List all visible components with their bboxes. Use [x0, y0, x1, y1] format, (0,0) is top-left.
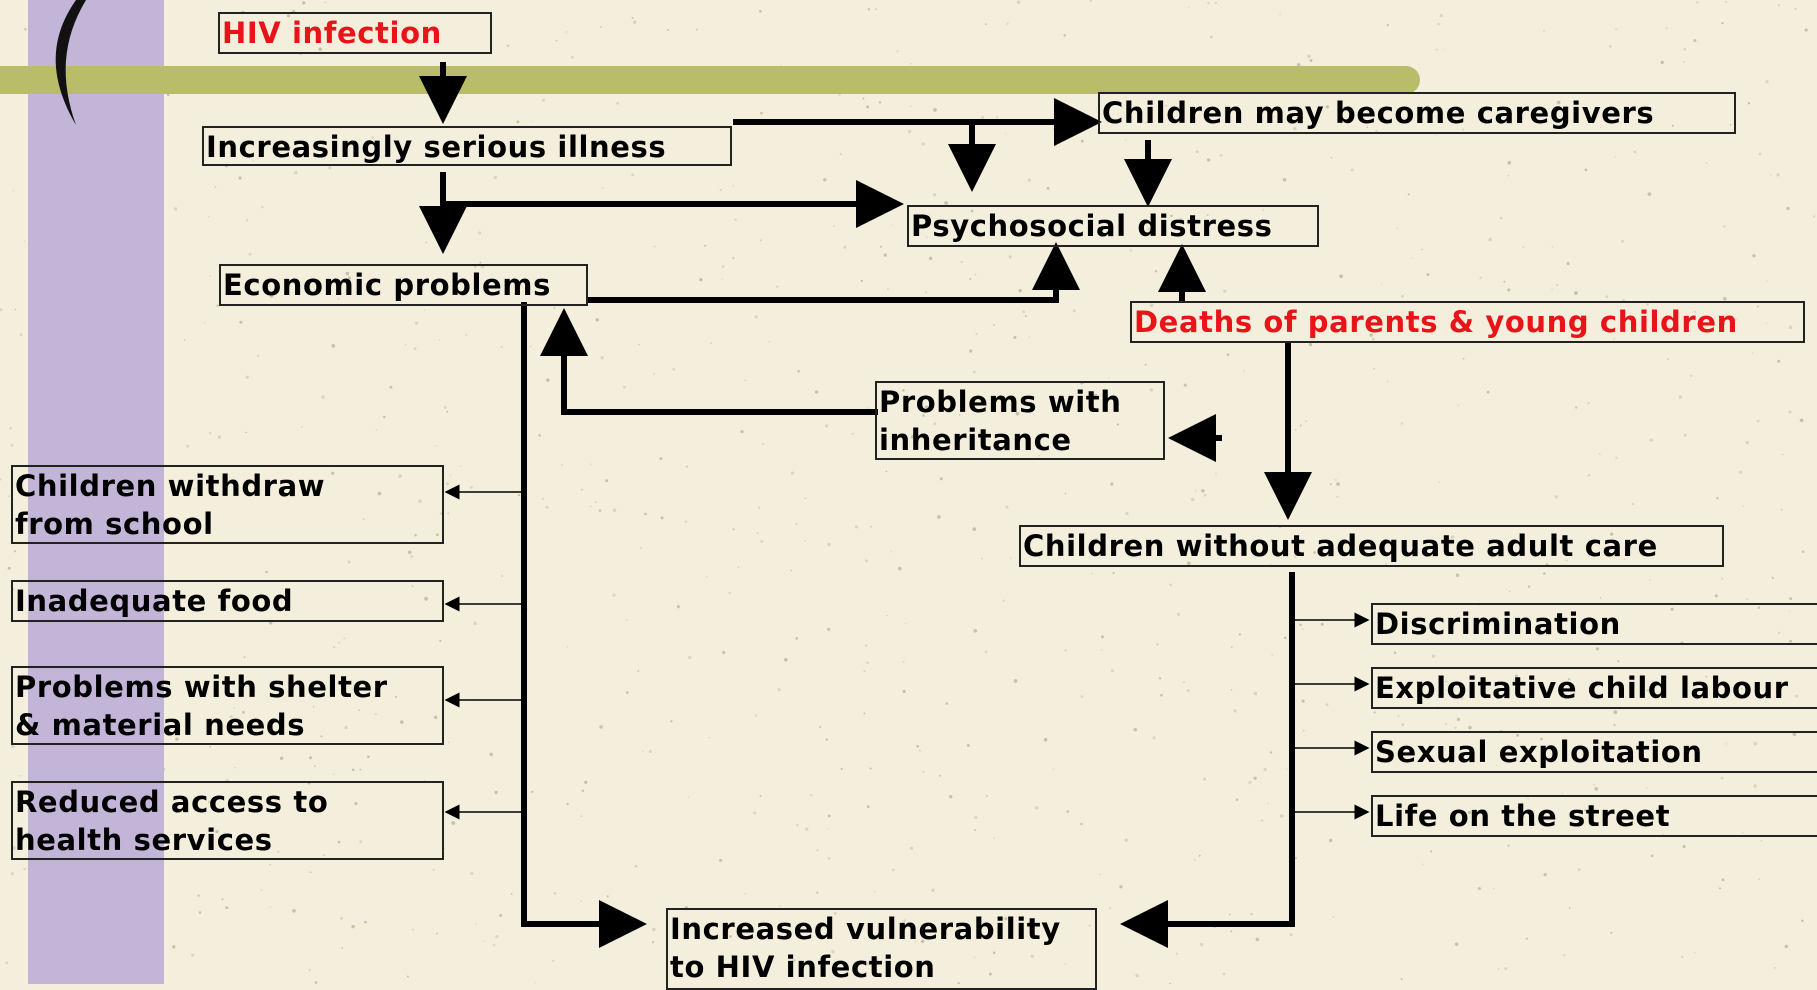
node-hiv-infection: HIV infection: [218, 12, 492, 54]
node-no-adult-care: Children without adequate adult care: [1019, 525, 1724, 567]
shelter-line-1: Problems with shelter: [15, 670, 388, 704]
health-line-1: Reduced access to: [15, 785, 329, 819]
vulnerability-line-1: Increased vulnerability: [670, 912, 1061, 946]
inheritance-line-1: Problems with: [879, 385, 1122, 419]
node-health-services: Reduced access to health services: [11, 781, 444, 860]
node-children-caregivers: Children may become caregivers: [1098, 92, 1736, 134]
node-discrimination: Discrimination: [1371, 603, 1817, 645]
link-inheritance-economic: [540, 308, 878, 415]
link-economic-distress: [588, 242, 1080, 303]
link-adultcare-vulnerability: [1120, 572, 1295, 948]
node-life-on-street: Life on the street: [1371, 795, 1817, 837]
vulnerability-line-2: to HIV infection: [670, 950, 936, 984]
health-line-2: health services: [15, 823, 273, 857]
left-decorative-bar: [28, 0, 164, 984]
node-economic-problems: Economic problems: [219, 264, 588, 306]
withdraw-line-2: from school: [15, 507, 214, 541]
inheritance-line-2: inheritance: [879, 423, 1072, 457]
node-inadequate-food: Inadequate food: [11, 580, 444, 622]
node-increased-vulnerability: Increased vulnerability to HIV infection: [666, 908, 1097, 990]
node-child-labour: Exploitative child labour: [1371, 667, 1817, 709]
node-sexual-exploitation: Sexual exploitation: [1371, 731, 1817, 773]
node-deaths: Deaths of parents & young children: [1130, 301, 1805, 343]
node-shelter: Problems with shelter & material needs: [11, 666, 444, 745]
shelter-line-2: & material needs: [15, 708, 306, 742]
node-psychosocial-distress: Psychosocial distress: [907, 205, 1319, 247]
top-decorative-bar: [0, 66, 1420, 94]
node-inheritance: Problems with inheritance: [875, 381, 1165, 460]
withdraw-line-1: Children withdraw: [15, 469, 326, 503]
node-serious-illness: Increasingly serious illness: [202, 126, 732, 166]
link-economic-vulnerability: [521, 302, 647, 948]
node-withdraw-school: Children withdraw from school: [11, 465, 444, 544]
